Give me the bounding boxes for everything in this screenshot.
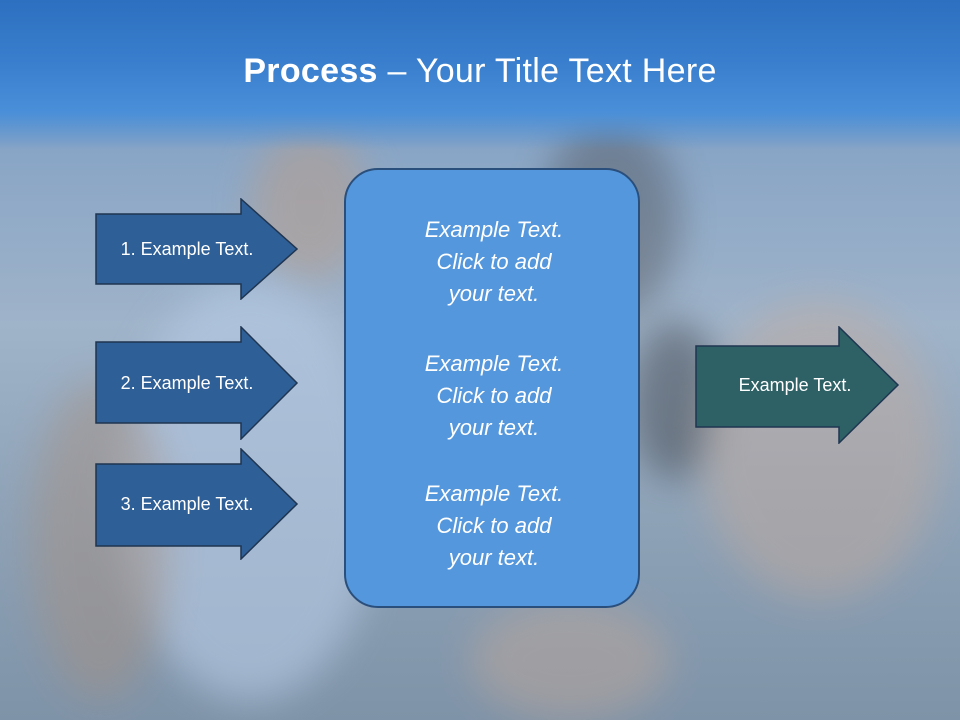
center-item-2-line1: Example Text. bbox=[424, 351, 564, 376]
left-arrow-1-label: 1. Example Text. bbox=[120, 238, 254, 259]
center-item-1-line3: your text. bbox=[448, 281, 540, 306]
arrow-shape bbox=[695, 326, 900, 444]
title-bold: Process bbox=[243, 52, 378, 90]
left-arrow-1[interactable]: 1. Example Text. bbox=[95, 198, 299, 300]
center-item-1-line1: Example Text. bbox=[424, 217, 564, 242]
arrow-shape bbox=[95, 198, 299, 300]
center-item-2: Example Text. Click to add your text. bbox=[346, 348, 642, 444]
center-item-3-line3: your text. bbox=[448, 545, 540, 570]
arrow-shape bbox=[95, 448, 299, 560]
center-item-3: Example Text. Click to add your text. bbox=[346, 478, 642, 574]
center-item-2-line2: Click to add bbox=[436, 383, 552, 408]
left-arrow-2[interactable]: 2. Example Text. bbox=[95, 326, 299, 440]
left-arrow-3-label: 3. Example Text. bbox=[120, 493, 254, 514]
right-arrow[interactable]: Example Text. bbox=[695, 326, 900, 444]
center-item-3-line1: Example Text. bbox=[424, 481, 564, 506]
right-arrow-label: Example Text. bbox=[738, 374, 852, 395]
center-item-1: Example Text. Click to add your text. bbox=[346, 214, 642, 310]
slide-title[interactable]: Process – Your Title Text Here bbox=[0, 52, 960, 91]
arrow-shape bbox=[95, 326, 299, 440]
center-item-2-line3: your text. bbox=[448, 415, 540, 440]
center-item-1-line2: Click to add bbox=[436, 249, 552, 274]
left-arrow-2-label: 2. Example Text. bbox=[120, 372, 254, 393]
center-text-box[interactable]: Example Text. Click to add your text. Ex… bbox=[344, 168, 640, 608]
title-rest: – Your Title Text Here bbox=[377, 52, 717, 90]
center-item-3-line2: Click to add bbox=[436, 513, 552, 538]
left-arrow-3[interactable]: 3. Example Text. bbox=[95, 448, 299, 560]
title-bar bbox=[0, 0, 960, 150]
